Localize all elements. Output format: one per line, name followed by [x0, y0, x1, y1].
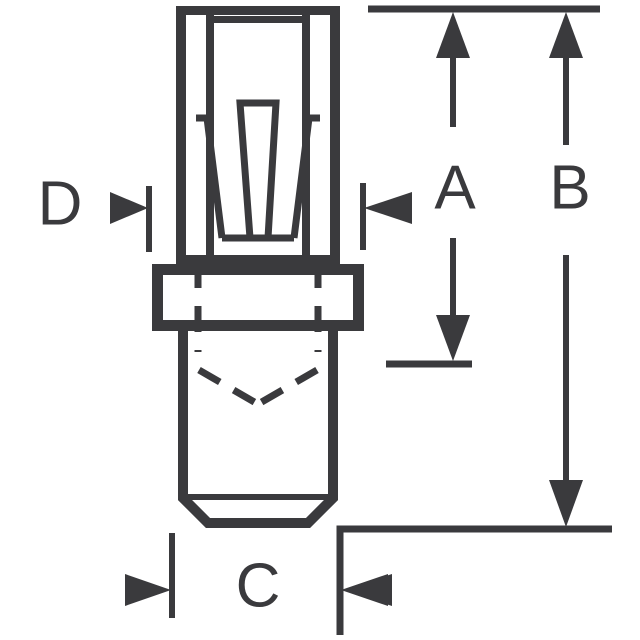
flange-right-edge — [353, 264, 364, 331]
part-center-tapered-blade — [236, 99, 280, 242]
flange-top-edge — [152, 264, 364, 275]
part-flange-collar — [152, 264, 364, 331]
flange-bottom-edge — [152, 320, 364, 331]
dimension-d: D — [38, 169, 152, 252]
dimension-c-label: C — [236, 551, 281, 620]
flange-left-edge — [152, 264, 163, 331]
dimension-b: B — [336, 12, 612, 635]
hidden-v-chamfer-right — [258, 366, 319, 407]
hidden-detail-lines — [194, 262, 322, 407]
dimension-b-label: B — [549, 153, 590, 222]
lower-body-outline — [178, 331, 338, 528]
part-upper-body — [176, 6, 340, 270]
dimension-a-side-arrowhead — [364, 192, 412, 224]
upper-body-inner-top-ledge — [206, 16, 310, 23]
dimension-a-upper-arrowhead — [436, 12, 470, 58]
socket-left-taper — [203, 117, 226, 239]
upper-body-bottom-bar — [176, 255, 340, 264]
dimension-c-right-arrowhead — [341, 574, 388, 606]
part-internal-tapered-socket — [196, 114, 320, 242]
dimension-a: A — [360, 5, 600, 368]
dimension-c-left-arrowhead — [125, 574, 171, 606]
dimension-a-lower-arrowhead — [436, 315, 470, 361]
hidden-v-chamfer-left — [197, 366, 258, 407]
dimension-c: C — [125, 533, 388, 620]
dimension-d-arrowhead — [110, 192, 148, 224]
socket-right-taper — [290, 117, 313, 239]
upper-body-top-cap — [176, 6, 340, 15]
part-lower-body-shank — [178, 331, 338, 528]
dimension-b-upper-arrowhead — [549, 12, 583, 58]
dimension-a-label: A — [434, 153, 476, 222]
dimension-d-label: D — [38, 169, 83, 238]
upper-body-outer-right-wall — [330, 6, 340, 270]
dimension-b-lower-arrowhead — [549, 480, 583, 527]
blade-outline — [236, 99, 280, 242]
upper-body-outer-left-wall — [176, 6, 186, 270]
